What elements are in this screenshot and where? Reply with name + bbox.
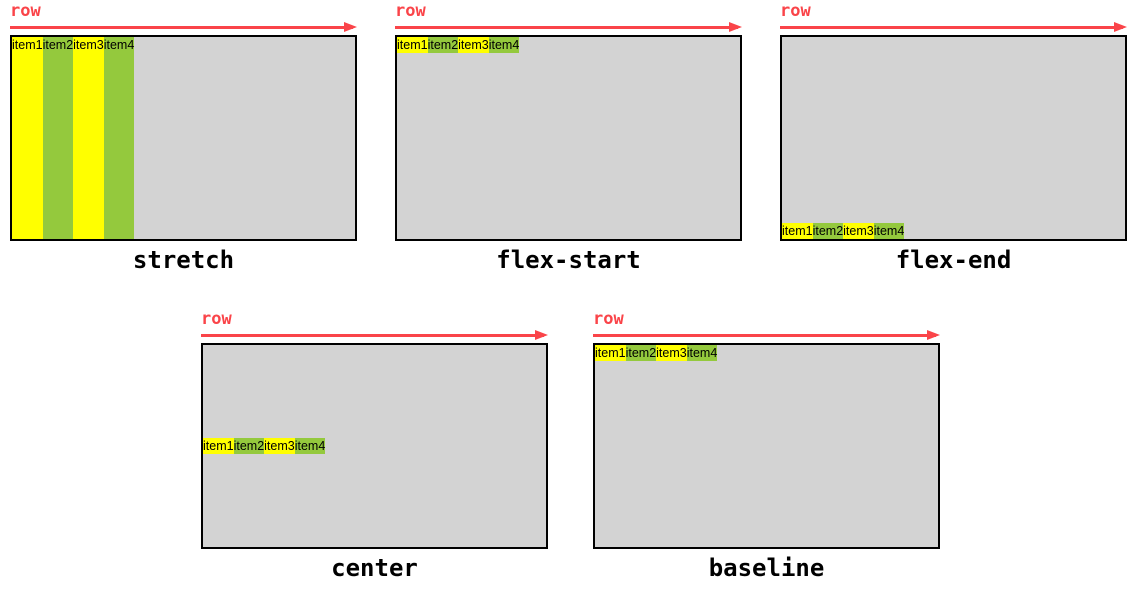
row-axis-label: row [10, 1, 41, 21]
arrow-line [593, 333, 936, 337]
row-arrow-icon [780, 22, 1127, 32]
flex-item-4: item4 [873, 223, 905, 239]
flex-item-1: item1 [595, 345, 626, 361]
flex-item-2: item2 [42, 37, 74, 239]
panel-caption: flex-start [496, 246, 641, 274]
row-arrow-icon [10, 22, 357, 32]
flex-item-4: item4 [686, 345, 718, 361]
arrow-head [927, 330, 940, 340]
flex-item-1: item1 [203, 438, 234, 454]
flex-item-2: item2 [625, 345, 657, 361]
panel-caption: flex-end [895, 246, 1012, 274]
row-axis-label: row [395, 1, 426, 21]
arrow-line [201, 333, 544, 337]
panel-caption: stretch [132, 246, 235, 274]
arrow-line [395, 25, 738, 29]
row-arrow-icon [593, 330, 940, 340]
arrow-head [344, 22, 357, 32]
flex-item-1: item1 [782, 223, 813, 239]
flex-item-2: item2 [233, 438, 265, 454]
flex-item-3: item3 [843, 223, 874, 239]
arrow-head [535, 330, 548, 340]
flex-item-4: item4 [103, 37, 135, 239]
flex-item-1: item1 [397, 37, 428, 53]
flex-item-4: item4 [294, 438, 326, 454]
row-arrow-icon [395, 22, 742, 32]
arrow-line [10, 25, 353, 29]
arrow-line [780, 25, 1123, 29]
panel-caption: baseline [708, 554, 825, 582]
row-axis-label: row [780, 1, 811, 21]
flex-item-3: item3 [458, 37, 489, 53]
row-axis-label: row [593, 309, 624, 329]
row-arrow-icon [201, 330, 548, 340]
flex-item-2: item2 [812, 223, 844, 239]
flex-item-3: item3 [264, 438, 295, 454]
row-axis-label: row [201, 309, 232, 329]
flex-item-4: item4 [488, 37, 520, 53]
flex-item-1: item1 [12, 37, 43, 239]
flex-item-3: item3 [73, 37, 104, 239]
arrow-head [729, 22, 742, 32]
panel-caption: center [331, 554, 418, 582]
flex-item-2: item2 [427, 37, 459, 53]
arrow-head [1114, 22, 1127, 32]
flex-item-3: item3 [656, 345, 687, 361]
